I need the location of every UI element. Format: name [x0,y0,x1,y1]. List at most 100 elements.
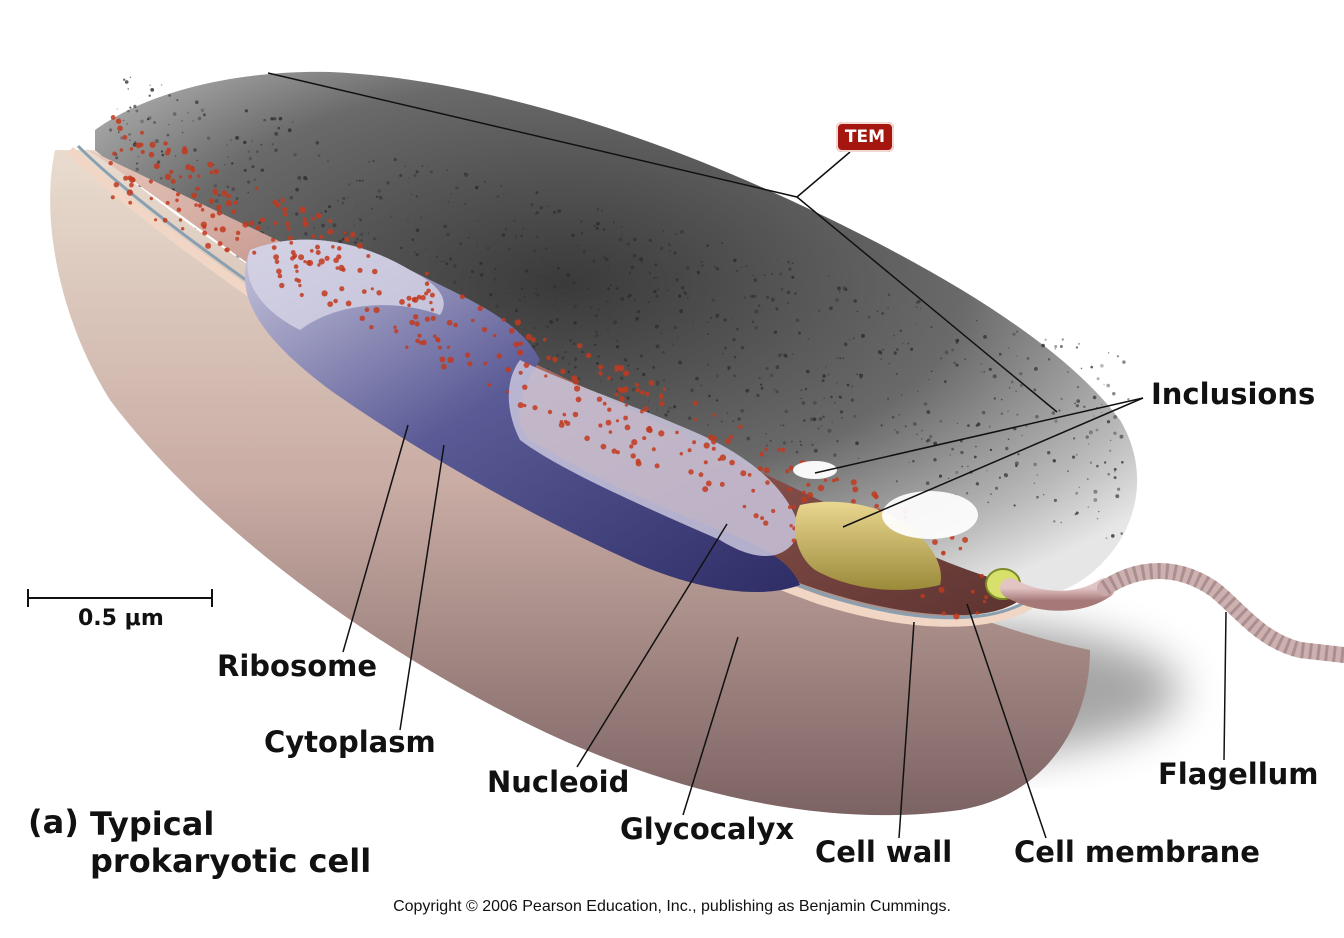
ribosome-dot [416,294,422,300]
ribosome-dot [309,249,314,253]
label-flagellum: Flagellum [1158,757,1319,791]
tem-speckle-dot [687,416,692,421]
tem-speckle-dot [721,242,724,245]
tem-speckle-dot [629,262,632,264]
tem-speckle-dot [532,345,536,349]
ribosome-dot [920,593,925,599]
tem-speckle-dot [513,219,516,223]
tem-speckle-dot [961,465,963,468]
tem-speckle-dot [800,389,803,392]
tem-speckle-dot [534,287,538,290]
tem-speckle-dot [348,183,351,186]
ribosome-dot [216,204,222,210]
tem-speckle-dot [471,270,474,273]
ribosome-dot [608,430,613,434]
tem-speckle-dot [626,396,630,400]
ribosome-dot [971,589,975,594]
tem-speckle-dot [784,409,788,414]
tem-speckle-dot [895,430,900,434]
tem-speckle-dot [769,439,772,442]
tem-speckle-dot [1010,380,1014,384]
tem-speckle-dot [536,343,538,346]
tem-speckle-dot [464,172,469,177]
tem-speckle-dot [736,328,739,331]
tem-speckle-dot [572,281,576,285]
ribosome-dot [565,421,571,426]
tem-speckle-dot [639,257,644,262]
nucleoid-region [244,239,801,593]
ribosome-dot [302,220,309,228]
tem-speckle-dot [1054,348,1056,350]
tem-speckle-dot [181,120,183,122]
tem-speckle-dot [960,450,964,455]
tem-speckle-dot [652,365,656,369]
tem-speckle-dot [117,131,120,133]
tem-speckle-dot [135,167,139,171]
tem-speckle-dot [653,289,657,294]
ribosome-dot [659,394,664,400]
tem-speckle-dot [230,139,232,142]
tem-speckle-dot [479,261,483,265]
tem-speckle-dot [859,373,863,378]
tem-speckle-dot [626,242,630,246]
tem-speckle-dot [166,133,170,137]
tem-speckle-dot [258,221,261,225]
tem-speckle-dot [274,131,279,136]
tem-speckle-dot [274,148,278,152]
tem-speckle-dot [641,261,643,264]
tem-speckle-dot [362,232,364,234]
tem-speckle-dot [574,360,576,362]
ribosome-dot [712,413,717,417]
ribosome-dot [284,221,291,227]
ribosome-dot [421,339,427,346]
tem-speckle-dot [887,306,889,309]
tem-speckle-dot [561,293,563,295]
ribosome-dot [742,504,747,509]
tem-speckle-dot [1090,365,1093,369]
ribosome-dot [149,141,156,148]
ribosome-dot [140,149,145,155]
tem-speckle-dot [361,179,364,182]
ribosome-dot [514,319,522,326]
tem-speckle-dot [667,243,671,247]
tem-speckle-dot [988,425,991,428]
tem-speckle-dot [553,210,557,214]
tem-speckle-dot [427,165,429,167]
ribosome-dot [235,230,241,236]
tem-speckle-dot [503,193,505,196]
tem-speckle-dot [801,401,806,405]
tem-speckle-dot [756,393,760,398]
ribosome-dot [525,333,533,341]
tem-speckle-dot [573,304,578,309]
tem-speckle-dot [726,412,729,415]
ribosome-dot [552,356,558,363]
ribosome-dot [170,178,176,184]
tem-speckle-dot [595,333,599,337]
tem-speckle-dot [1117,487,1121,491]
tem-speckle-dot [435,255,438,258]
tem-speckle-dot [149,84,151,86]
tem-speckle-dot [213,184,217,188]
tem-speckle-dot [894,429,896,431]
tem-speckle-dot [243,168,247,172]
tem-speckle-dot [940,357,943,360]
tem-speckle-dot [1019,372,1023,376]
tem-speckle-dot [990,493,992,495]
tem-speckle-dot [573,321,577,325]
ribosome-dot [303,260,307,264]
tem-speckle-dot [594,335,597,338]
ribosome-dot [467,361,473,367]
ribosome-dot [287,235,293,241]
tem-speckle-dot [129,76,132,79]
tem-speckle-dot [556,354,559,357]
ribosome-dot [740,470,747,477]
tem-speckle-dot [342,196,346,201]
tem-speckle-dot [887,293,891,296]
tem-speckle-dot [571,233,575,238]
ribosome-dot [129,176,136,183]
tem-speckle-dot [532,249,537,253]
ribosome-dot [242,221,249,228]
tem-speckle-dot [1034,367,1038,371]
tem-speckle-dot [673,405,677,409]
tem-speckle-dot [720,420,723,423]
